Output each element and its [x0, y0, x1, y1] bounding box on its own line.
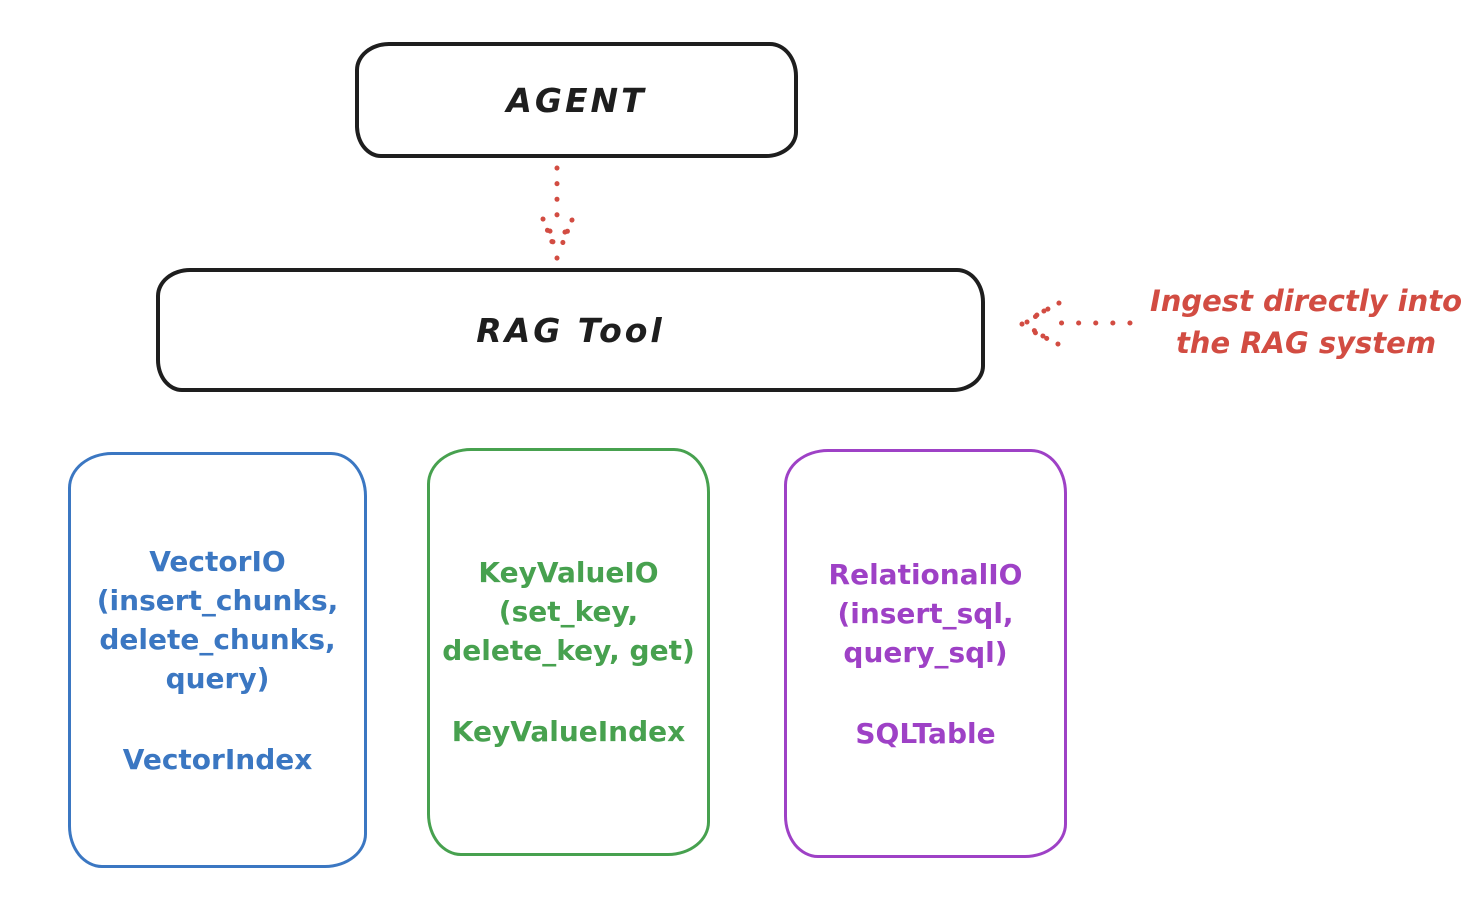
key-value-index-label: KeyValueIndex: [451, 715, 686, 748]
relational-io-line: query_sql): [843, 635, 1008, 669]
node-relational-io: RelationalIO (insert_sql, query_sql) SQL…: [784, 449, 1067, 858]
node-vector-io: VectorIO (insert_chunks, delete_chunks, …: [68, 452, 367, 868]
sql-table-label: SQLTable: [855, 716, 996, 750]
left-dotted-arrow-icon: [1019, 300, 1133, 347]
ingest-annotation-line2: the RAG system: [1175, 326, 1437, 360]
down-dotted-arrow-icon: [540, 165, 575, 261]
agent-label: AGENT: [506, 80, 647, 120]
node-key-value-io: KeyValueIO (set_key, delete_key, get) Ke…: [427, 448, 710, 856]
vector-io-line: query): [165, 661, 270, 695]
vector-index-label: VectorIndex: [122, 742, 313, 776]
ingest-annotation-line1: Ingest directly into: [1149, 284, 1463, 318]
vector-io-line: delete_chunks,: [99, 622, 336, 656]
key-value-io-line: delete_key, get): [442, 634, 695, 667]
relational-io-line: (insert_sql,: [837, 596, 1014, 630]
vector-io-line: (insert_chunks,: [96, 583, 339, 617]
key-value-io-line: KeyValueIO: [478, 556, 659, 589]
node-agent: AGENT: [355, 42, 798, 158]
rag-tool-label: RAG Tool: [476, 310, 665, 350]
vector-io-line: VectorIO: [149, 544, 286, 578]
relational-io-line: RelationalIO: [828, 557, 1023, 591]
ingest-annotation: Ingest directly into the RAG system: [1138, 280, 1474, 364]
node-rag-tool: RAG Tool: [156, 268, 985, 392]
key-value-io-line: (set_key,: [498, 595, 639, 628]
